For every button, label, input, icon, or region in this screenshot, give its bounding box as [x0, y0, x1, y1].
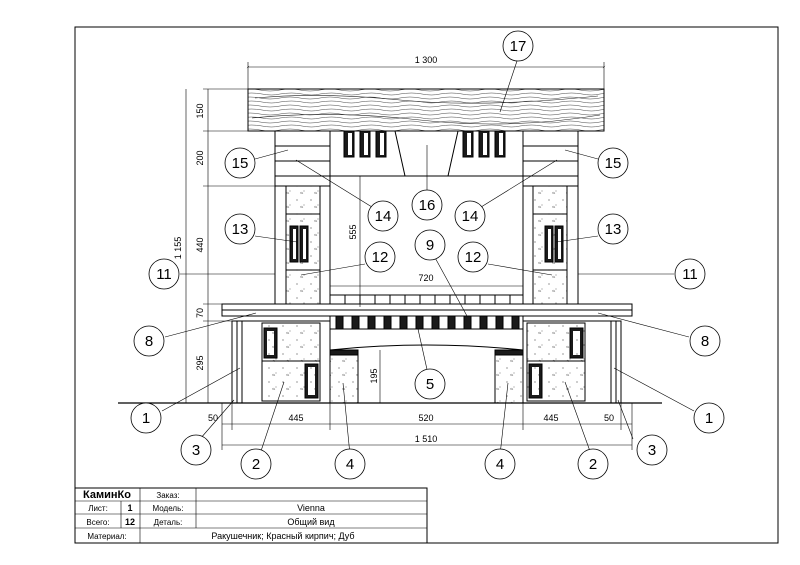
- dim-total-height: 1 155: [173, 237, 183, 260]
- callout-13-right: 13: [597, 213, 629, 245]
- callout-15-left: 15: [224, 147, 256, 179]
- svg-text:17: 17: [510, 38, 527, 55]
- callout-circles: 17 15 15 14 16 14 13 13 9 12 12 11 11 8 …: [130, 30, 725, 480]
- dim-520: 520: [418, 413, 433, 423]
- total-label: Всего:: [86, 518, 109, 527]
- hood-body: [274, 130, 579, 177]
- dim-150: 150: [195, 103, 205, 118]
- callout-8-right: 8: [689, 325, 721, 357]
- svg-text:12: 12: [465, 249, 482, 266]
- svg-text:9: 9: [426, 237, 434, 254]
- callout-1-right: 1: [693, 402, 725, 434]
- svg-text:3: 3: [648, 442, 656, 459]
- sheet-value: 1: [127, 503, 132, 513]
- sheet-label: Лист:: [88, 504, 108, 513]
- callout-2-right: 2: [577, 448, 609, 480]
- dimension-lines: [185, 62, 633, 450]
- dim-50-left: 50: [208, 413, 218, 423]
- title-block-text: КаминКо Заказ: Лист: 1 Модель: Vienna Вс…: [83, 489, 355, 541]
- dim-total-width: 1 510: [415, 434, 438, 444]
- left-column: [274, 175, 331, 305]
- callout-13-left: 13: [224, 213, 256, 245]
- callout-5: 5: [414, 368, 446, 400]
- dim-top-width: 1 300: [415, 55, 438, 65]
- svg-text:1: 1: [142, 410, 150, 427]
- callout-2-left: 2: [240, 448, 272, 480]
- dim-445-right: 445: [543, 413, 558, 423]
- dim-200: 200: [195, 150, 205, 165]
- dim-50-right: 50: [604, 413, 614, 423]
- dim-445-left: 445: [288, 413, 303, 423]
- lintel-bricks: [329, 315, 524, 330]
- dim-295: 295: [195, 355, 205, 370]
- callout-11-right: 11: [674, 258, 706, 290]
- svg-text:8: 8: [701, 333, 709, 350]
- detail-value: Общий вид: [287, 517, 335, 527]
- right-column: [522, 175, 579, 305]
- model-value: Vienna: [297, 503, 325, 513]
- svg-text:5: 5: [426, 376, 434, 393]
- material-value: Ракушечник; Красный кирпич; Дуб: [211, 531, 354, 541]
- callout-12-right: 12: [457, 241, 489, 273]
- svg-text:4: 4: [346, 456, 354, 473]
- leader-lines: [161, 57, 695, 456]
- svg-text:8: 8: [145, 333, 153, 350]
- svg-text:4: 4: [496, 456, 504, 473]
- model-label: Модель:: [153, 504, 184, 513]
- callout-9: 9: [414, 229, 446, 261]
- callout-3-right: 3: [636, 434, 668, 466]
- base-body: [231, 320, 622, 404]
- dim-440: 440: [195, 237, 205, 252]
- callout-16: 16: [411, 189, 443, 221]
- svg-text:13: 13: [605, 221, 622, 238]
- callout-14-right: 14: [454, 200, 486, 232]
- order-label: Заказ:: [156, 491, 179, 500]
- callout-4-left: 4: [334, 448, 366, 480]
- svg-text:16: 16: [419, 197, 436, 214]
- dim-720: 720: [418, 273, 433, 283]
- callout-1-left: 1: [130, 402, 162, 434]
- svg-text:2: 2: [589, 456, 597, 473]
- callout-12-left: 12: [364, 241, 396, 273]
- svg-text:15: 15: [605, 155, 622, 172]
- callout-3-left: 3: [180, 434, 212, 466]
- svg-text:3: 3: [192, 442, 200, 459]
- dim-195: 195: [369, 368, 379, 383]
- svg-text:14: 14: [462, 208, 479, 225]
- callout-4-right: 4: [484, 448, 516, 480]
- detail-label: Деталь:: [154, 518, 183, 527]
- callout-17: 17: [502, 30, 534, 62]
- dimension-labels: 1 300 150 200 440 70 295 1 155 555 720 1…: [173, 55, 614, 444]
- callout-15-right: 15: [597, 147, 629, 179]
- callout-11-left: 11: [148, 258, 180, 290]
- callout-8-left: 8: [133, 325, 165, 357]
- svg-text:2: 2: [252, 456, 260, 473]
- svg-text:11: 11: [156, 266, 172, 283]
- svg-text:15: 15: [232, 155, 249, 172]
- svg-text:11: 11: [682, 266, 698, 283]
- svg-text:14: 14: [375, 208, 392, 225]
- svg-text:12: 12: [372, 249, 389, 266]
- material-label: Материал:: [87, 532, 126, 541]
- svg-text:1: 1: [705, 410, 713, 427]
- callout-14-left: 14: [367, 200, 399, 232]
- company-name: КаминКо: [83, 489, 131, 501]
- svg-text:13: 13: [232, 221, 249, 238]
- dim-70: 70: [195, 308, 205, 318]
- fireplace-drawing: [118, 88, 662, 404]
- hood-brick-row: [329, 130, 524, 177]
- title-block: [74, 487, 428, 544]
- total-value: 12: [125, 517, 135, 527]
- dim-555: 555: [348, 224, 358, 239]
